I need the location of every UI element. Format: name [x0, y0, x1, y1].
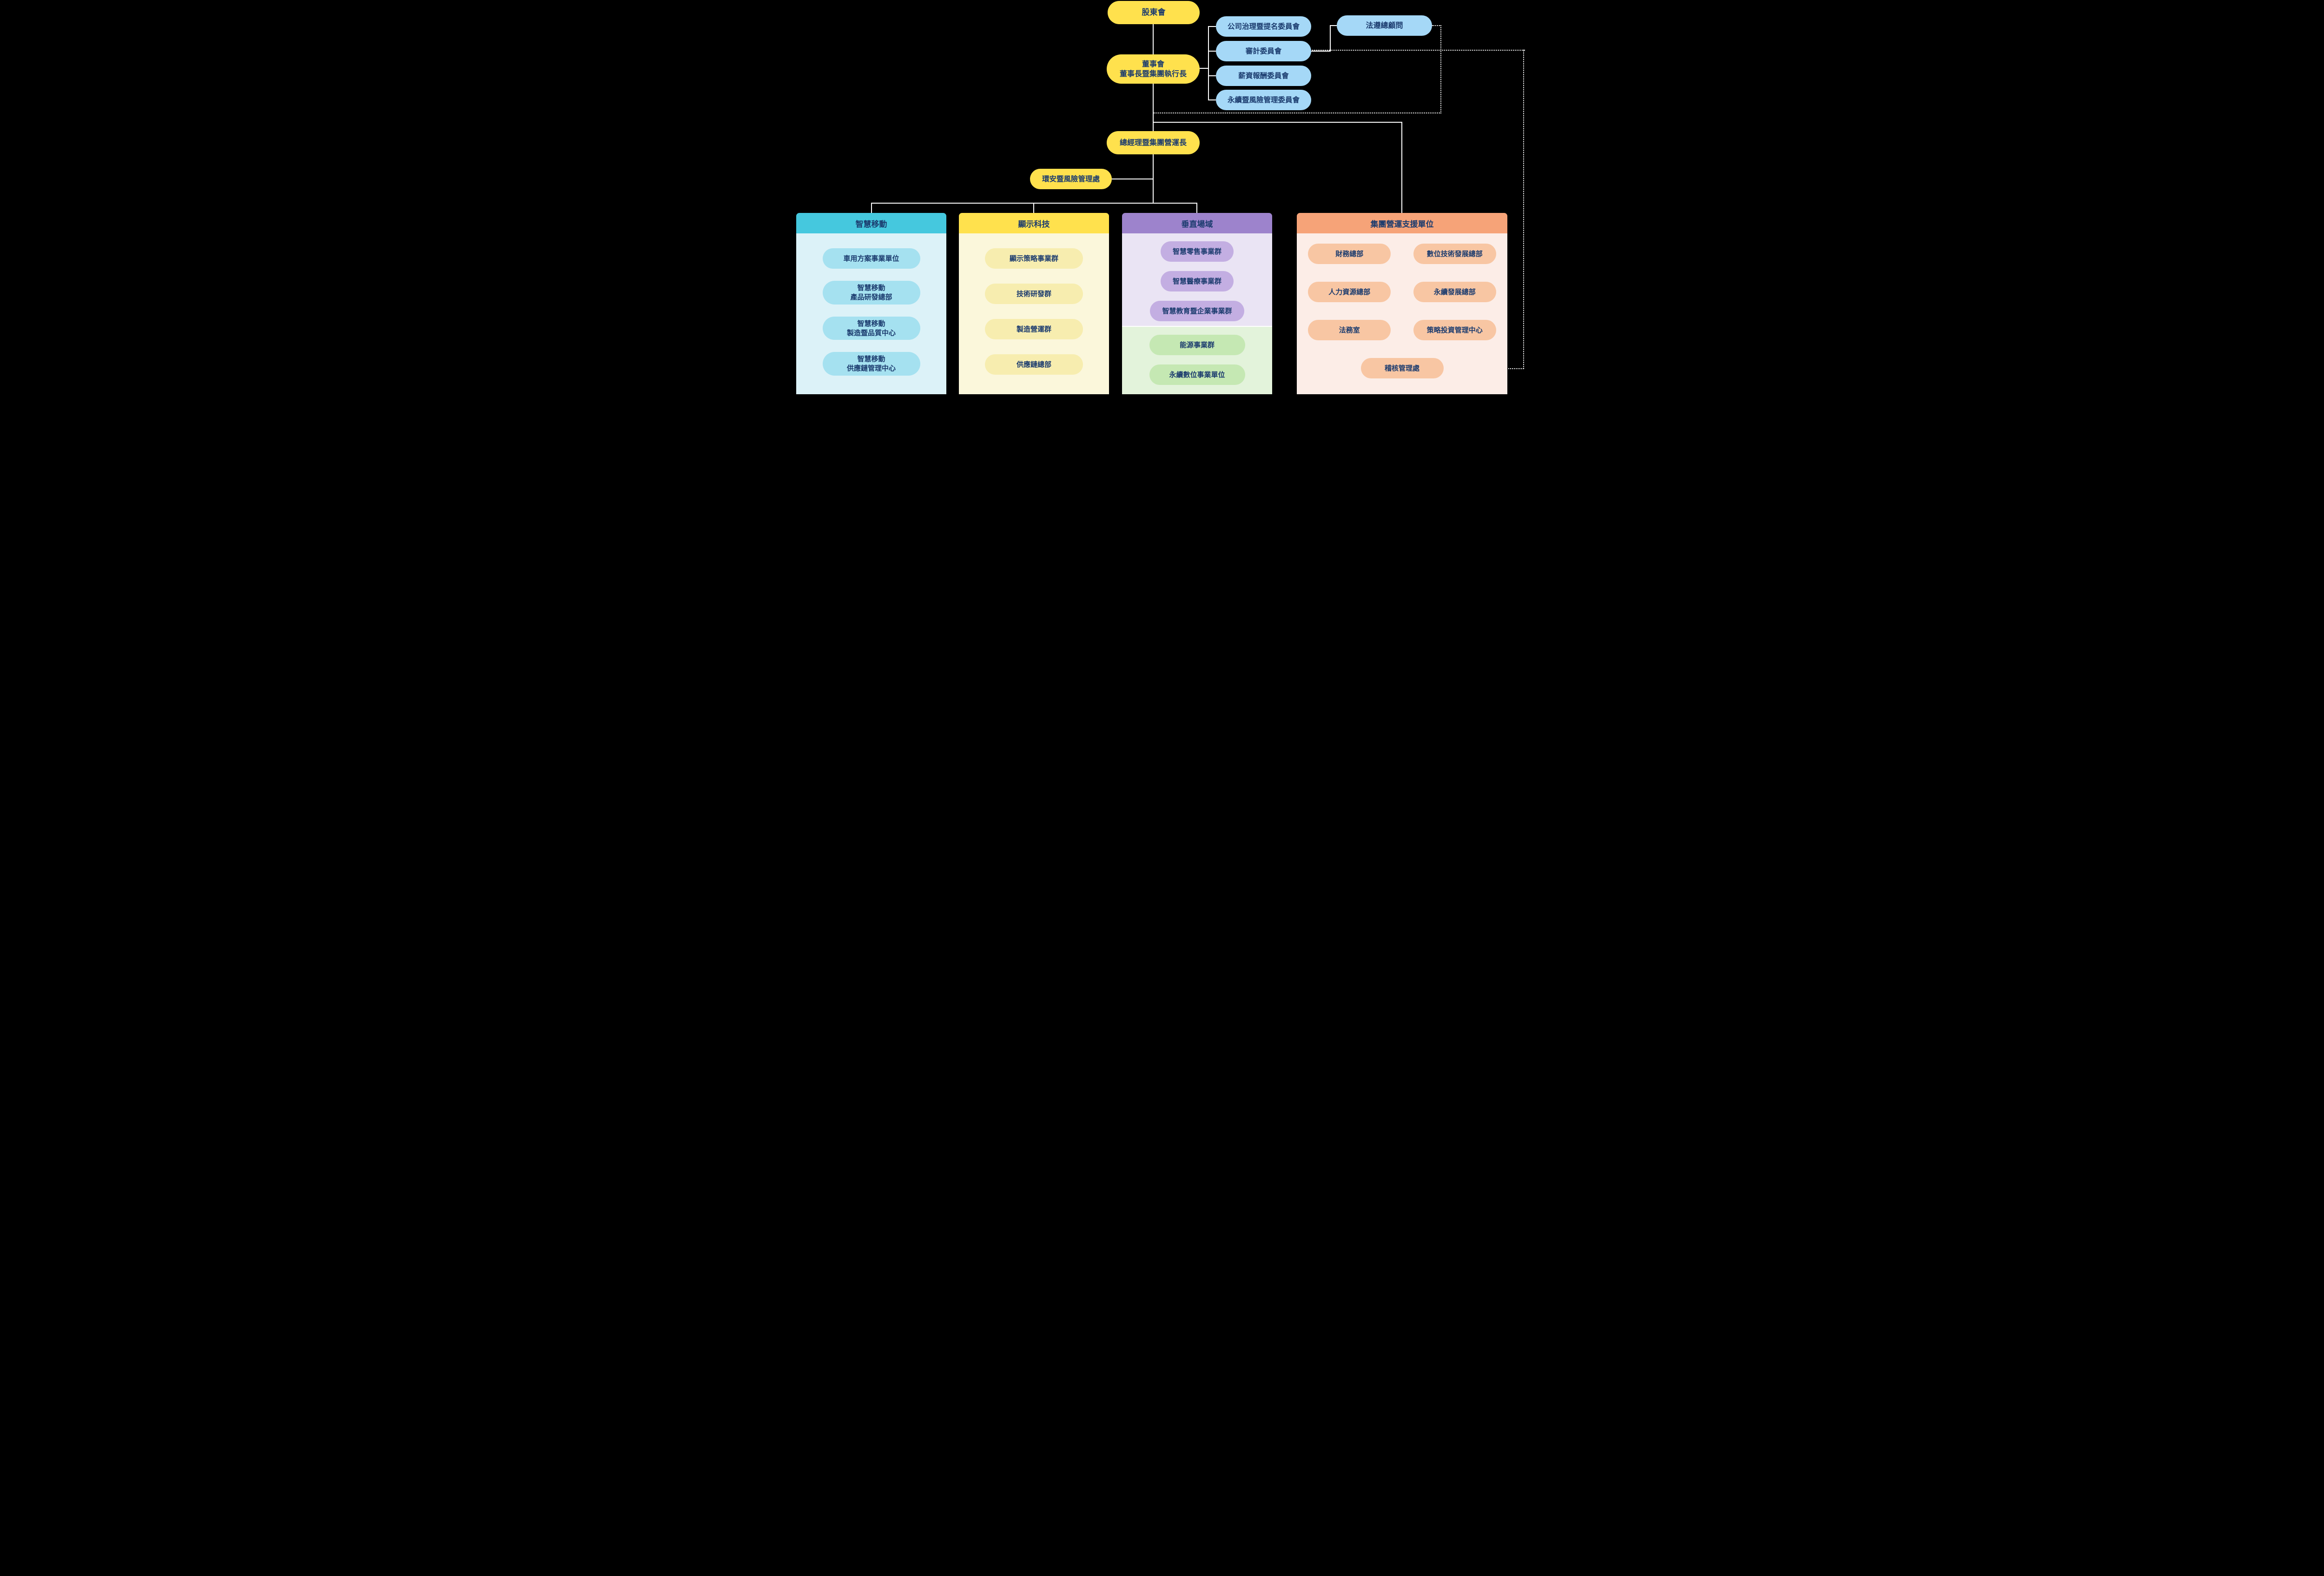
connector-committee-stub-4 [1208, 99, 1216, 100]
node-mobility-product-rd: 智慧移動 產品研發總部 [822, 281, 920, 305]
node-audit-management-office: 稽核管理處 [1360, 358, 1444, 378]
node-committee-compensation: 薪資報酬委員會 [1216, 66, 1311, 86]
node-energy-bg: 能源事業群 [1149, 335, 1245, 355]
node-finance-hq: 財務總部 [1308, 244, 1391, 264]
connector-shareholders-board [1153, 24, 1154, 55]
node-legal-office: 法務室 [1308, 320, 1391, 340]
node-human-resources-hq: 人力資源總部 [1308, 282, 1391, 302]
node-supply-chain-hq: 供應鏈總部 [985, 354, 1083, 375]
panel-vertical-domains-body: 智慧零售事業群 智慧醫療事業群 智慧教育暨企業事業群 能源事業群 永續數位事業單… [1122, 233, 1272, 394]
connector-committee-stub-1 [1208, 26, 1216, 27]
connector-stub-vertical [1196, 203, 1197, 213]
node-board-of-directors: 董事會 董事長暨集團執行長 [1107, 54, 1200, 84]
dotted-compliance-down [1440, 25, 1441, 113]
node-shareholders-meeting: 股東會 [1108, 1, 1200, 24]
panel-vertical-domains: 垂直場域 智慧零售事業群 智慧醫療事業群 智慧教育暨企業事業群 能源事業群 永續… [1122, 213, 1272, 394]
panel-display-tech-title: 顯示科技 [959, 213, 1109, 233]
panel-vertical-domains-title: 垂直場域 [1122, 213, 1272, 233]
panel-group-support-body: 財務總部 數位技術發展總部 人力資源總部 永續發展總部 法務室 策略投資管理中心… [1297, 233, 1507, 394]
node-committee-governance-nomination: 公司治理暨提名委員會 [1216, 16, 1311, 37]
connector-committee-stub-3 [1208, 75, 1216, 76]
support-row-1: 財務總部 數位技術發展總部 [1297, 244, 1507, 264]
panel-smart-mobility-body: 車用方案事業單位 智慧移動 產品研發總部 智慧移動 製造暨品質中心 智慧移動 供… [796, 233, 946, 394]
node-display-strategy-bg: 顯示策略事業群 [985, 248, 1083, 269]
node-automotive-solutions: 車用方案事業單位 [822, 248, 920, 269]
node-smart-healthcare-bg: 智慧醫療事業群 [1160, 271, 1234, 291]
node-mobility-supply-chain: 智慧移動 供應鏈管理中心 [822, 352, 920, 376]
node-committee-sustainability-risk: 永續暨風險管理委員會 [1216, 90, 1311, 110]
dotted-audit-right-edge [1312, 50, 1525, 51]
connector-board-president [1153, 84, 1154, 131]
node-mobility-mfg-quality: 智慧移動 製造暨品質中心 [822, 316, 920, 340]
support-row-2: 人力資源總部 永續發展總部 [1297, 282, 1507, 302]
panel-group-support-title: 集團營運支援單位 [1297, 213, 1507, 233]
panel-smart-mobility-title: 智慧移動 [796, 213, 946, 233]
connector-committee-stub-2 [1208, 51, 1216, 52]
connector-branch-support-h [1153, 122, 1402, 123]
support-row-3: 法務室 策略投資管理中心 [1297, 320, 1507, 340]
panel-smart-mobility: 智慧移動 車用方案事業單位 智慧移動 產品研發總部 智慧移動 製造暨品質中心 智… [796, 213, 946, 394]
node-committee-audit: 審計委員會 [1216, 41, 1311, 61]
connector-branch-support-v [1401, 122, 1402, 213]
dotted-compliance-right [1432, 25, 1441, 26]
vertical-domains-purple-section: 智慧零售事業群 智慧醫療事業群 智慧教育暨企業事業群 [1122, 233, 1272, 326]
panel-display-tech-body: 顯示策略事業群 技術研發群 製造營運群 供應鏈總部 [959, 233, 1109, 394]
connector-audit-compliance-h2 [1330, 25, 1337, 26]
node-technology-rd-group: 技術研發群 [985, 284, 1083, 304]
dotted-right-edge-down [1523, 50, 1524, 369]
node-sustainability-dev-hq: 永續發展總部 [1413, 282, 1496, 302]
node-digital-tech-dev-hq: 數位技術發展總部 [1413, 244, 1496, 264]
node-sustainable-digital-bu: 永續數位事業單位 [1149, 364, 1245, 385]
node-chief-compliance-advisor: 法遵總顧問 [1337, 15, 1432, 36]
node-smart-education-enterprise-bg: 智慧教育暨企業事業群 [1150, 301, 1244, 321]
connector-audit-compliance-h1 [1311, 51, 1331, 52]
connector-president-down [1153, 154, 1154, 204]
node-president-coo: 總經理暨集團營運長 [1107, 131, 1200, 154]
node-smart-retail-bg: 智慧零售事業群 [1160, 241, 1234, 262]
panel-display-tech: 顯示科技 顯示策略事業群 技術研發群 製造營運群 供應鏈總部 [959, 213, 1109, 394]
connector-board-bracket-stem [1200, 68, 1209, 69]
connector-stub-display [1033, 203, 1034, 213]
connector-stub-mobility [871, 203, 872, 213]
node-manufacturing-ops-group: 製造營運群 [985, 319, 1083, 339]
panel-group-support: 集團營運支援單位 財務總部 數位技術發展總部 人力資源總部 永續發展總部 法務室… [1297, 213, 1507, 394]
node-ehs-risk-office: 環安暨風險管理處 [1030, 169, 1112, 189]
connector-audit-compliance-v [1330, 25, 1331, 52]
connector-distribution [871, 203, 1197, 204]
connector-committee-bracket [1208, 26, 1209, 100]
node-strategic-investment-center: 策略投資管理中心 [1413, 320, 1496, 340]
vertical-domains-green-section: 能源事業群 永續數位事業單位 [1122, 326, 1272, 394]
org-chart: 股東會 董事會 董事長暨集團執行長 公司治理暨提名委員會 審計委員會 薪資報酬委… [796, 0, 1528, 394]
support-row-4: 稽核管理處 [1297, 358, 1507, 378]
